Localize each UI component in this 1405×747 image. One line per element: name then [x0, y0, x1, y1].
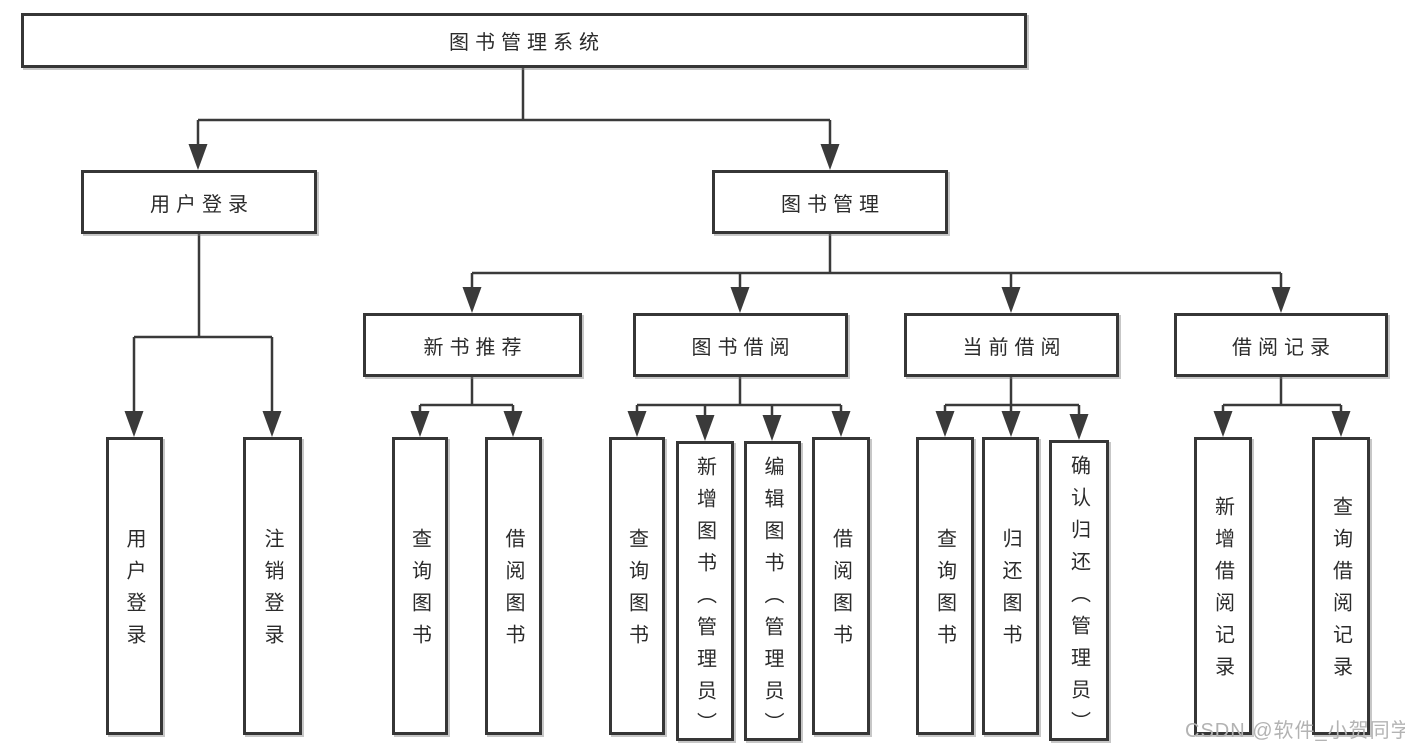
node-add-books-admin: 新增图书（管理员）	[676, 441, 734, 744]
node-newrec-borrow-books: 借阅图书	[485, 437, 542, 735]
csdn-watermark: CSDN @软件_小贺同学	[1185, 720, 1405, 742]
node-new-book-recommend: 新书推荐	[363, 313, 582, 377]
node-borrow-query-books: 查询图书	[609, 437, 665, 735]
node-return-books: 归还图书	[982, 437, 1039, 735]
node-edit-books-admin: 编辑图书（管理员）	[744, 441, 801, 744]
connector-stems	[132, 68, 1343, 419]
node-current-borrow: 当前借阅	[904, 313, 1119, 377]
node-current-query-books: 查询图书	[916, 437, 974, 735]
node-book-management: 图书管理	[712, 170, 948, 234]
node-add-borrow-record: 新增借阅记录	[1194, 437, 1252, 735]
node-root: 图书管理系统	[21, 13, 1027, 68]
node-logout: 注销登录	[243, 437, 302, 735]
node-book-borrow: 图书借阅	[633, 313, 848, 377]
node-login: 用户登录	[106, 437, 163, 735]
node-newrec-query-books: 查询图书	[392, 437, 448, 735]
node-query-borrow-record: 查询借阅记录	[1312, 437, 1370, 735]
node-borrow-record: 借阅记录	[1174, 313, 1388, 377]
node-confirm-return-admin: 确认归还（管理员）	[1049, 440, 1109, 743]
node-user-login: 用户登录	[81, 170, 317, 234]
down-arrowheads	[124, 144, 1351, 441]
node-borrow-borrow-books: 借阅图书	[812, 437, 870, 735]
